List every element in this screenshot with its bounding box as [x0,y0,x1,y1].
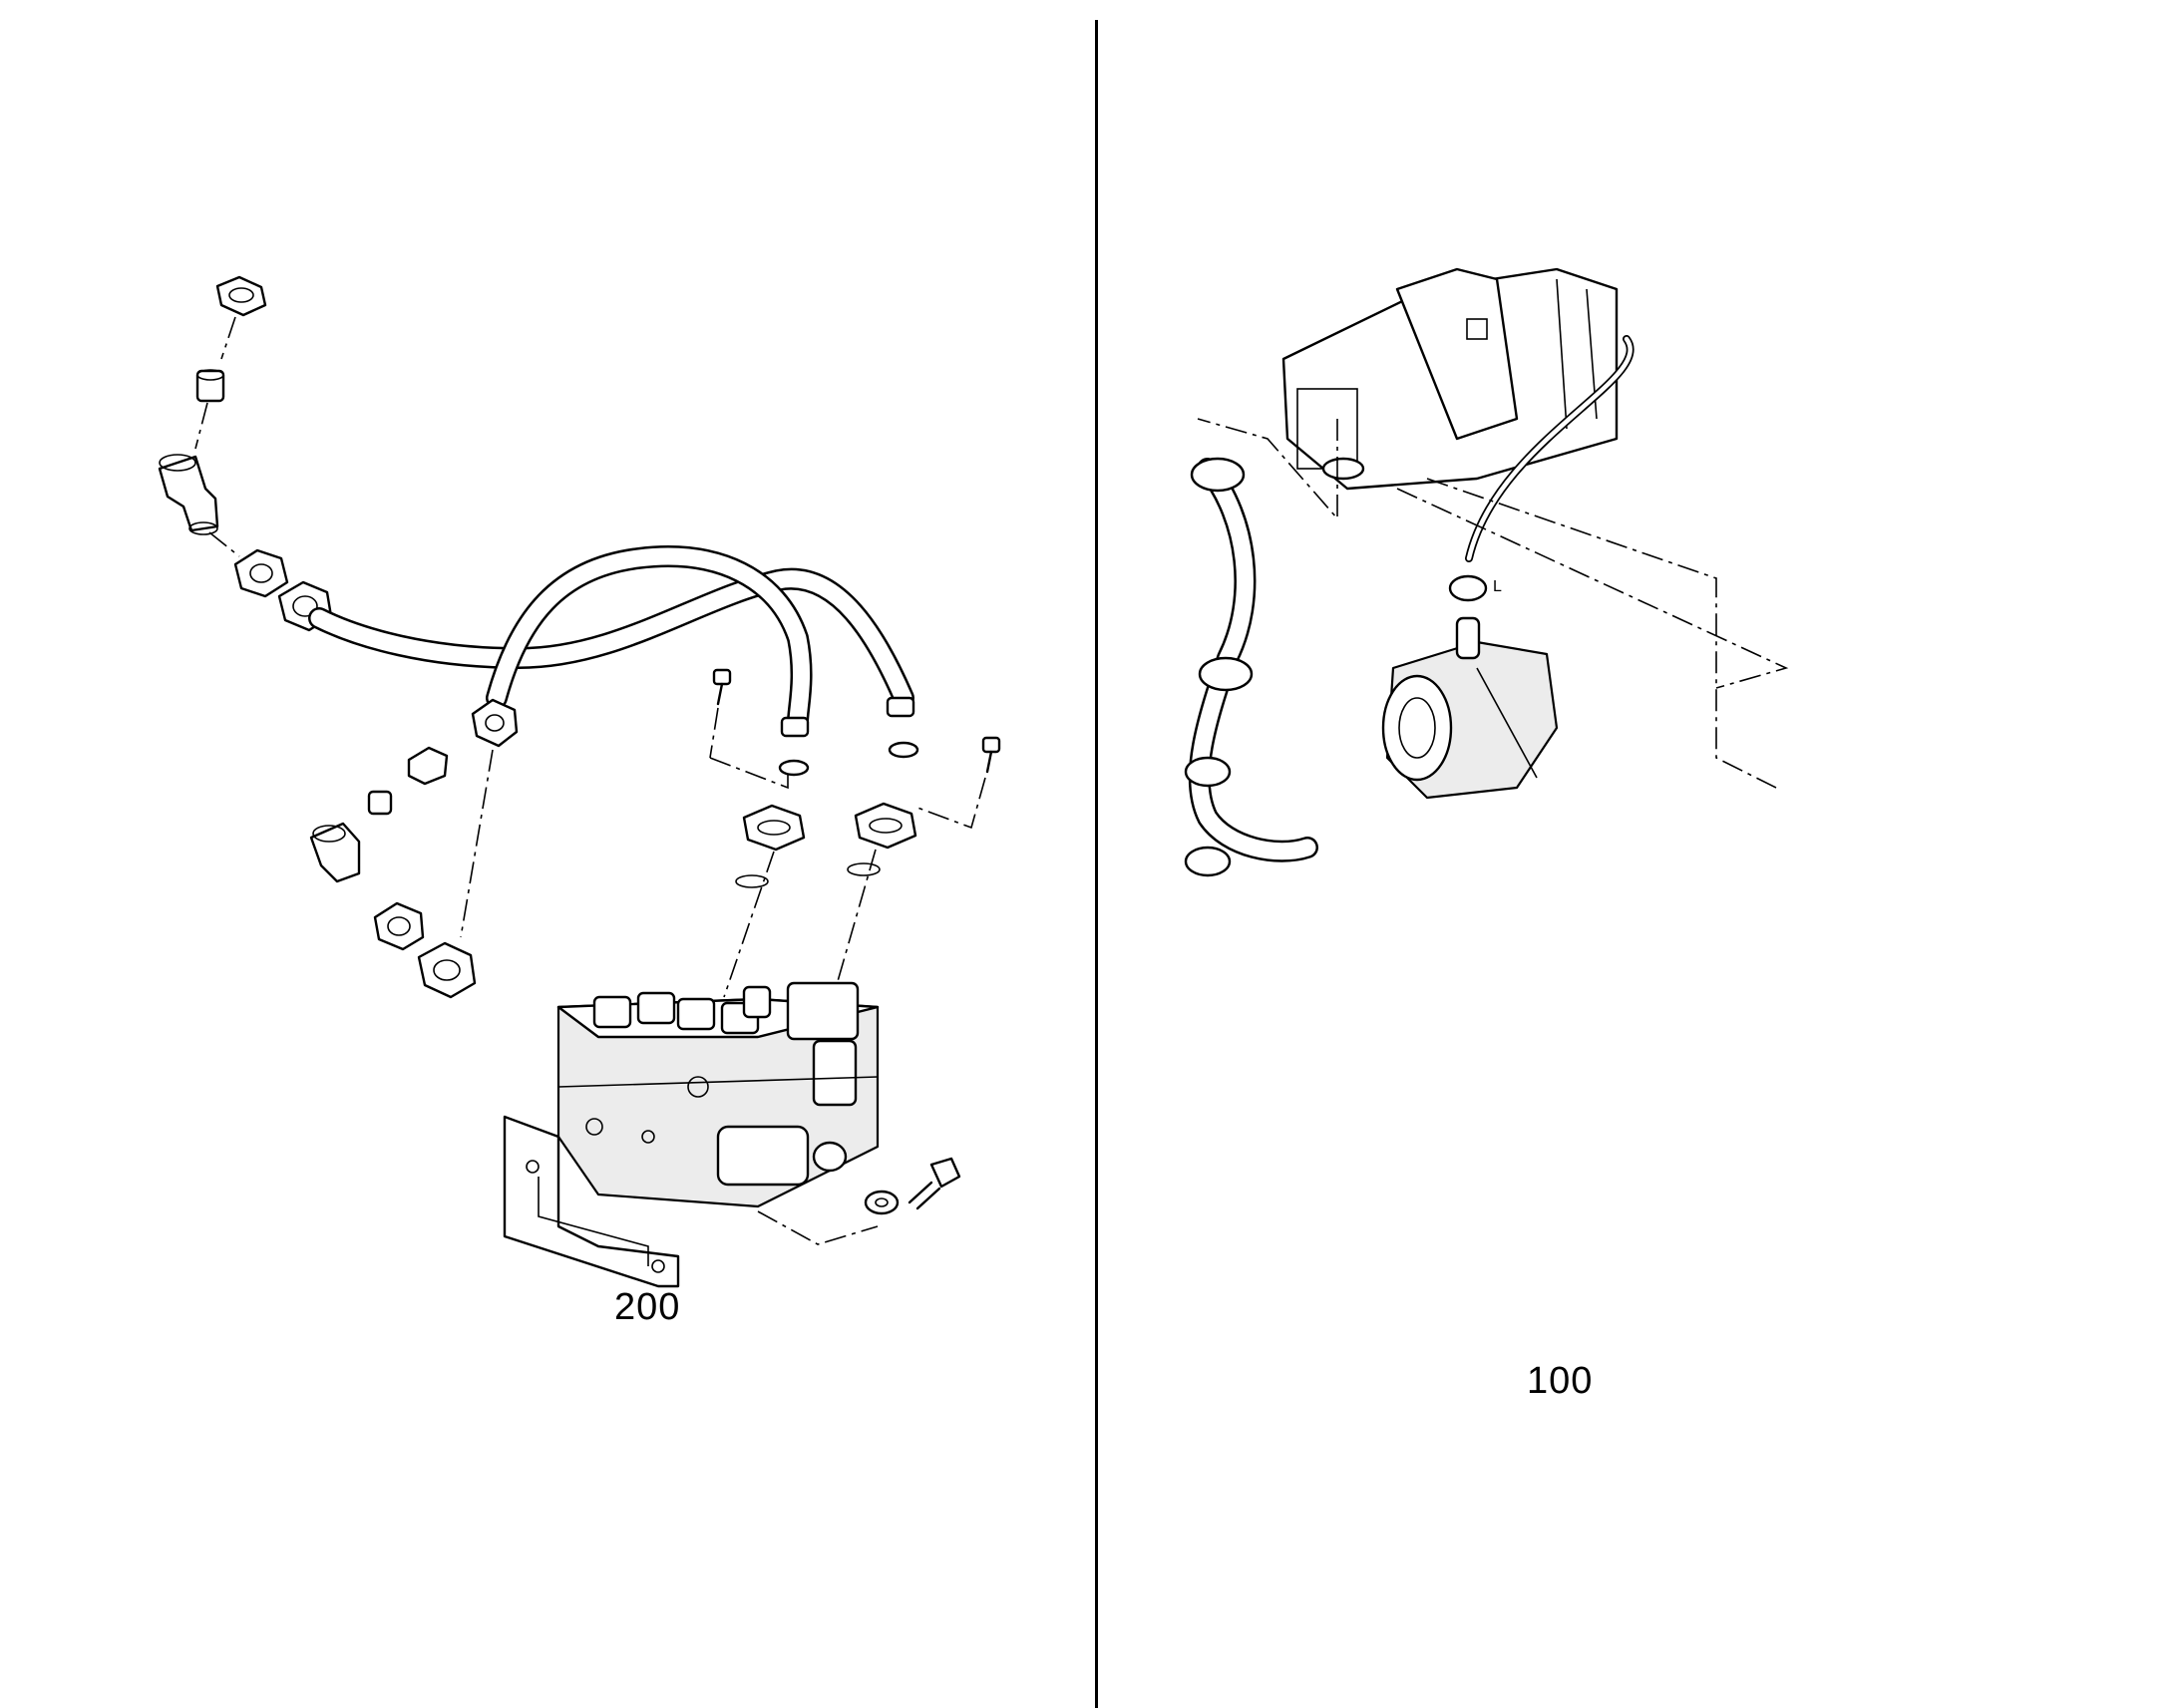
elbow-fitting [158,454,219,535]
o-ring-2 [847,862,881,876]
hose-marker-label: L [1493,578,1502,595]
bolt-top [712,668,732,706]
mounting-bracket [503,1115,680,1288]
bolt-washer [908,1157,961,1210]
lock-nut-1 [742,804,806,852]
hex-nut-1 [233,548,289,598]
assembly-100-panel: L 100 [1098,0,2180,1708]
assembly-200-label: 200 [614,1286,681,1328]
bolt-right [981,736,1001,774]
lock-nut-2 [854,802,917,850]
hydraulic-pump [1381,574,1559,800]
washer [864,1190,900,1215]
intake-hose [1188,458,1318,862]
hose-long-right [486,545,813,733]
hose-clamps [1184,457,1254,877]
assembly-100-drawing [1184,267,1789,877]
assembly-200-panel: 200 [158,275,1001,1328]
hose-tank-to-pump [1465,335,1635,562]
cap-nut [215,275,267,317]
assembly-100-label: 100 [1527,1360,1594,1402]
hose-long-left [308,567,914,709]
hose-end-fitting [471,696,919,777]
control-valve-block [556,981,880,1208]
fitting-group-lower [309,746,477,999]
panel-divider [1095,20,1098,1708]
o-ring-1 [735,874,769,888]
tank-frame [1281,267,1619,491]
small-sleeve [195,369,225,403]
assembly-200-drawing [158,275,1001,1288]
